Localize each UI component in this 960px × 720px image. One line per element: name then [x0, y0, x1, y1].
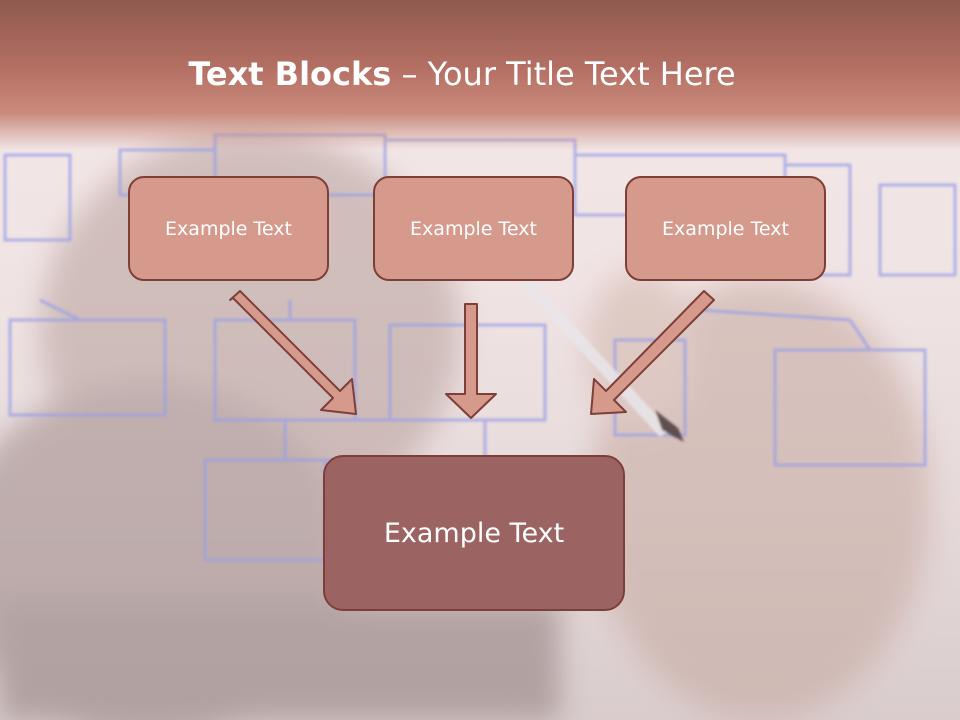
- title-rest: Your Title Text Here: [427, 55, 736, 93]
- text-block-3[interactable]: Example Text: [625, 176, 826, 281]
- text-block-1-label: Example Text: [165, 217, 292, 240]
- title-bold: Text Blocks: [188, 55, 392, 93]
- text-block-2-label: Example Text: [410, 217, 537, 240]
- text-block-2[interactable]: Example Text: [373, 176, 574, 281]
- title-band: [0, 0, 960, 150]
- text-block-1[interactable]: Example Text: [128, 176, 329, 281]
- target-block[interactable]: Example Text: [323, 455, 625, 611]
- arrow-right: [590, 290, 715, 415]
- title-separator: –: [391, 55, 428, 93]
- text-block-3-label: Example Text: [662, 217, 789, 240]
- arrow-center: [445, 303, 497, 419]
- target-block-label: Example Text: [383, 517, 565, 549]
- slide-title: Text Blocks – Your Title Text Here: [0, 52, 942, 96]
- arrow-left: [229, 290, 357, 415]
